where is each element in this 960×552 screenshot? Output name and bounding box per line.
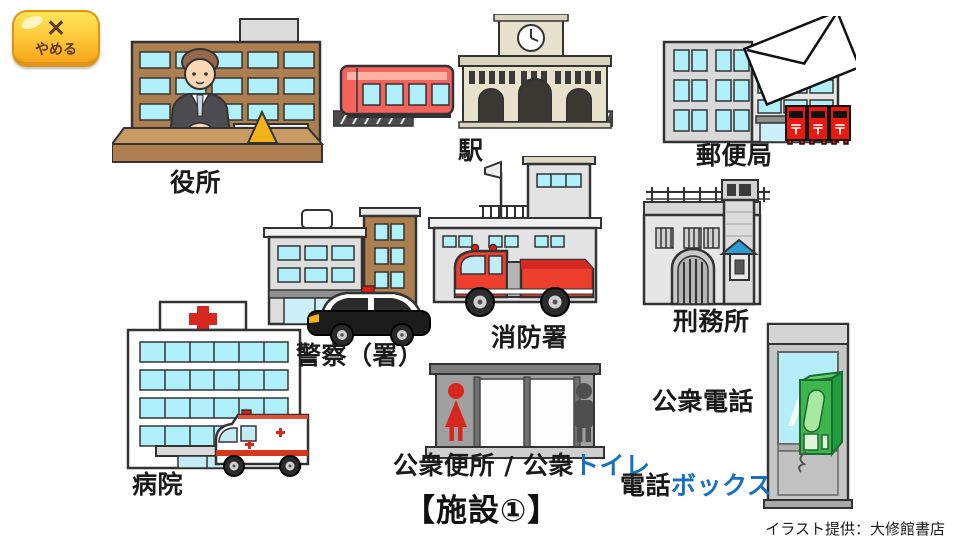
government-office-illustration [110, 18, 325, 163]
facility-label-public-toilet: 公衆便所 / 公衆トイレ [393, 451, 651, 481]
prison-illustration [642, 179, 770, 306]
postal-mark: 〒 [789, 123, 802, 138]
phone-box-illustration [763, 322, 853, 509]
page-title: 【施設①】 [404, 493, 560, 529]
quit-button[interactable]: ✕ やめる [12, 10, 100, 67]
red-cross-sign [158, 300, 248, 332]
facility-public-toilet [420, 362, 610, 460]
post-office-illustration: 〒 〒 〒 [662, 9, 862, 145]
ambulance [214, 409, 310, 477]
facility-prison [638, 178, 778, 310]
illustration-credit: イラスト提供：大修館書店 [765, 520, 945, 538]
fire-station-illustration [428, 155, 602, 317]
facility-label-post-office: 郵便局 [696, 141, 773, 170]
male-icon [575, 383, 593, 442]
facility-label-fire-station: 消防署 [491, 323, 568, 352]
desk-sign-cone [246, 109, 279, 144]
payphone [798, 370, 843, 473]
facility-government-office [110, 16, 327, 168]
facility-label-public-phone: 公衆電話 [652, 387, 755, 416]
watch-post [719, 238, 759, 281]
siren-speaker [484, 160, 502, 180]
quit-button-label: やめる [35, 40, 77, 57]
public-toilet-illustration [425, 363, 605, 459]
phone-box-label-alt: ボックス [671, 471, 773, 500]
facility-label-prison: 刑務所 [673, 307, 750, 336]
facility-label-hospital: 病院 [132, 470, 184, 499]
postal-mark: 〒 [833, 123, 846, 138]
police-station-illustration [263, 207, 431, 347]
public-toilet-label-main: 公衆便所 / 公衆 [393, 451, 575, 480]
facility-police-station [256, 196, 436, 347]
phone-box-label-main: 電話 [620, 471, 672, 500]
fire-truck [453, 243, 595, 317]
facility-label-phone-box: 電話ボックス [620, 471, 773, 501]
facility-phone-box [758, 322, 858, 512]
facility-post-office: 〒 〒 〒 [656, 9, 862, 146]
train-station-illustration [332, 13, 614, 129]
public-toilet-label-alt: トイレ [574, 451, 651, 480]
facility-fire-station [427, 155, 607, 324]
facility-label-police-station: 警察（署） [296, 341, 424, 370]
facility-train-station [332, 13, 614, 142]
facility-label-government-office: 役所 [170, 168, 222, 197]
envelope [742, 9, 862, 107]
hospital-illustration [126, 300, 310, 477]
station-building [458, 13, 612, 129]
station-clock [517, 24, 545, 52]
facility-hospital [116, 300, 316, 482]
barred-windows [655, 227, 720, 249]
police-car [307, 285, 431, 347]
female-icon [445, 383, 467, 441]
postboxes: 〒 〒 〒 [785, 105, 851, 145]
facility-label-train-station: 駅 [458, 136, 484, 165]
postal-mark: 〒 [811, 123, 824, 138]
button-shine [19, 13, 45, 32]
reception-desk [110, 127, 325, 163]
prison-gate [670, 247, 716, 306]
x-icon: ✕ [46, 14, 66, 41]
train [339, 64, 455, 118]
